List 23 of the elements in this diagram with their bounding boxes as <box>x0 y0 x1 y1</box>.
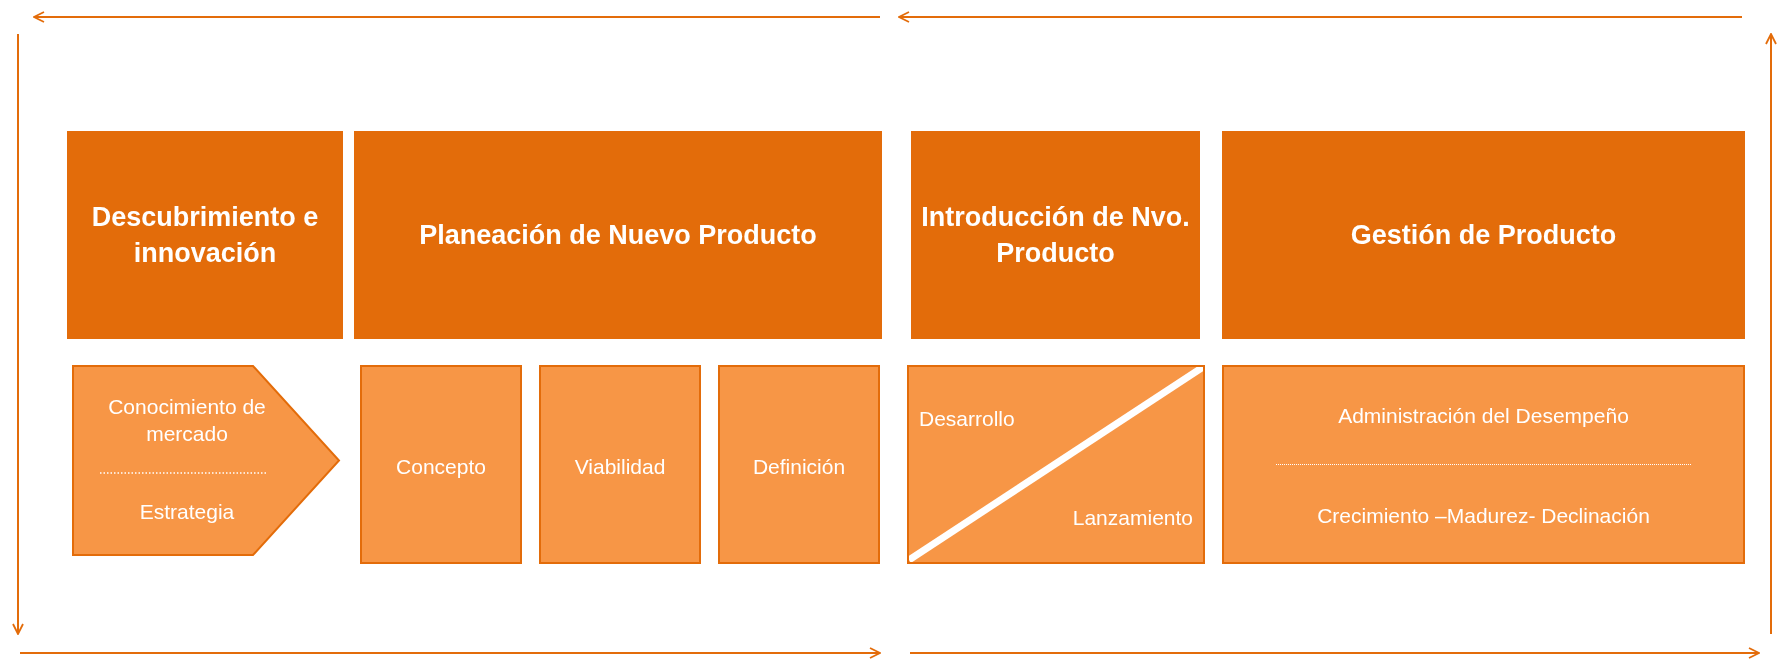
stage-label: Crecimiento –Madurez- Declinación <box>1316 503 1651 529</box>
phase-title: Introducción de Nvo. Producto <box>920 200 1191 270</box>
phase-header-box <box>1222 131 1745 339</box>
stage-box <box>718 365 880 564</box>
stage-label: Lanzamiento <box>1072 505 1193 531</box>
stage-label: Viabilidad <box>573 454 667 480</box>
stage-box <box>539 365 701 564</box>
phase-title: Descubrimiento e innovación <box>90 200 320 270</box>
phase-title: Gestión de Producto <box>1349 218 1618 252</box>
stage-label: Definición <box>751 454 847 480</box>
phase-title: Planeación de Nuevo Producto <box>418 218 818 252</box>
phase-header-box <box>911 131 1200 339</box>
stage-label: Estrategia <box>138 499 236 525</box>
phase-header-box <box>67 131 343 339</box>
stage-label: Concepto <box>395 454 487 480</box>
stage-box <box>360 365 522 564</box>
phase-header-box <box>354 131 882 339</box>
stage-label: Conocimiento de mercado <box>107 394 267 448</box>
stage-label: Administración del Desempeño <box>1337 403 1630 429</box>
pentagon-arrow-box <box>72 365 341 556</box>
stage-label: Desarrollo <box>919 406 1015 432</box>
split-stage-box <box>907 365 1205 564</box>
stage-box <box>1222 365 1745 564</box>
